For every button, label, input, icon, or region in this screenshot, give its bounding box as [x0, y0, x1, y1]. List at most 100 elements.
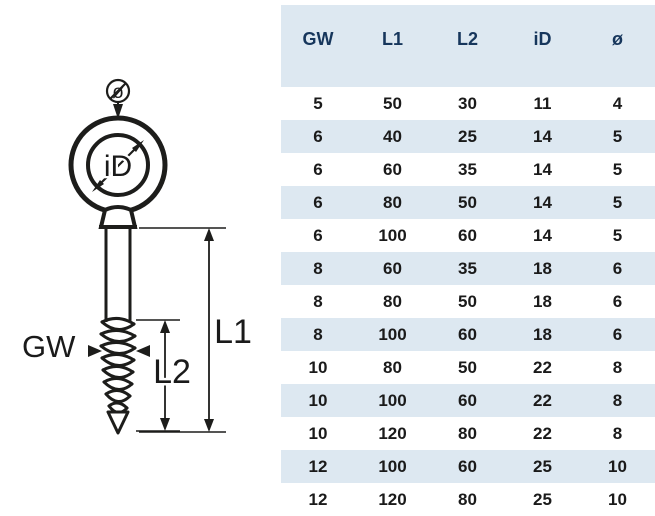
cell-gw: 8	[281, 252, 355, 285]
cell-l1: 120	[355, 483, 430, 516]
cell-l1: 40	[355, 120, 430, 153]
thread-turn-5b	[101, 368, 135, 379]
thread-turn-1b	[100, 320, 136, 331]
cell-l1: 80	[355, 285, 430, 318]
cell-l1: 60	[355, 252, 430, 285]
thread-length-arrow-bottom	[160, 418, 170, 431]
cell-od: 6	[580, 285, 655, 318]
column-header-od: ø	[580, 5, 655, 87]
cell-l2: 50	[430, 351, 505, 384]
thread-turn-5	[101, 365, 135, 374]
collar-body	[98, 205, 138, 229]
thread-size-arrow-left	[88, 345, 102, 357]
thread-turn-4	[100, 353, 136, 362]
eye-bolt-drawing: ø iD	[22, 78, 252, 435]
cell-od: 10	[580, 483, 655, 516]
thread-turn-4b	[100, 356, 136, 367]
cell-l2: 80	[430, 417, 505, 450]
cell-od: 10	[580, 450, 655, 483]
cell-id: 18	[505, 318, 580, 351]
cell-gw: 6	[281, 153, 355, 186]
cell-l1: 60	[355, 153, 430, 186]
thread-size-callout: GW	[22, 329, 150, 364]
shank	[104, 227, 132, 322]
cell-gw: 8	[281, 318, 355, 351]
cell-l2: 25	[430, 120, 505, 153]
table-header: GW L1 L2 iD ø	[281, 5, 655, 87]
cell-id: 22	[505, 351, 580, 384]
cell-id: 22	[505, 417, 580, 450]
cell-id: 18	[505, 252, 580, 285]
cell-l1: 100	[355, 318, 430, 351]
cell-id: 14	[505, 186, 580, 219]
inner-diameter-label: iD	[104, 150, 132, 183]
thread-size-arrow-right	[136, 345, 150, 357]
total-length-label: L1	[214, 313, 252, 351]
cell-od: 5	[580, 153, 655, 186]
cell-od: 6	[580, 252, 655, 285]
total-length-arrow-top	[204, 228, 214, 241]
column-header-gw: GW	[281, 5, 355, 87]
technical-drawing-panel: ø iD	[0, 0, 281, 516]
outer-diameter-slash-glyph	[109, 82, 127, 100]
cell-id: 14	[505, 219, 580, 252]
thread-size-label: GW	[22, 329, 76, 364]
header-row: GW L1 L2 iD ø	[281, 5, 655, 87]
inner-diameter-arrow-lower	[92, 180, 104, 192]
inner-diameter-callout: iD	[92, 140, 144, 192]
cell-l1: 80	[355, 351, 430, 384]
total-length-callout: L1	[139, 227, 252, 433]
cell-id: 14	[505, 120, 580, 153]
thread-turn-3	[99, 341, 137, 350]
cell-id: 22	[505, 384, 580, 417]
cell-l2: 35	[430, 252, 505, 285]
cell-l1: 50	[355, 87, 430, 120]
cell-l1: 100	[355, 384, 430, 417]
thread-length-callout: L2	[136, 319, 193, 432]
cell-id: 11	[505, 87, 580, 120]
inner-diameter-dim-line	[97, 145, 139, 187]
thread-turn-2	[99, 329, 137, 338]
cell-gw: 10	[281, 384, 355, 417]
cell-gw: 12	[281, 483, 355, 516]
outer-diameter-arrowhead	[113, 104, 123, 119]
screw-thread	[99, 317, 137, 414]
cell-id: 18	[505, 285, 580, 318]
thread-turn-6b	[102, 380, 134, 391]
outer-diameter-callout: ø	[105, 78, 131, 119]
cell-l2: 50	[430, 285, 505, 318]
cell-od: 4	[580, 87, 655, 120]
cell-gw: 6	[281, 120, 355, 153]
thread-turn-1	[100, 317, 136, 326]
cell-l1: 100	[355, 219, 430, 252]
cell-l2: 30	[430, 87, 505, 120]
cell-gw: 10	[281, 417, 355, 450]
cell-l2: 35	[430, 153, 505, 186]
cell-l1: 120	[355, 417, 430, 450]
cell-l2: 80	[430, 483, 505, 516]
cell-l2: 50	[430, 186, 505, 219]
cell-l2: 60	[430, 219, 505, 252]
cell-gw: 10	[281, 351, 355, 384]
thread-turn-8	[107, 401, 129, 410]
thread-turn-6	[102, 377, 134, 386]
cell-id: 25	[505, 450, 580, 483]
thread-turn-2b	[99, 332, 137, 343]
cell-gw: 8	[281, 285, 355, 318]
column-header-l2: L2	[430, 5, 505, 87]
cell-id: 25	[505, 483, 580, 516]
screw-point-tip	[106, 410, 130, 435]
